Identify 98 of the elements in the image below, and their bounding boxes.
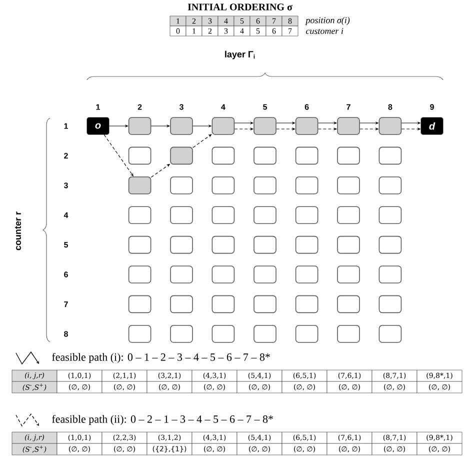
row-number: 3	[64, 182, 68, 188]
row-number: 1	[64, 123, 68, 129]
state-box	[170, 117, 193, 135]
state-box	[128, 266, 152, 284]
state-box	[170, 176, 193, 194]
state-box	[212, 325, 235, 343]
state-box	[128, 206, 152, 224]
table-cell: 3	[202, 16, 218, 26]
state-box	[170, 266, 193, 284]
state-box	[295, 176, 318, 194]
table-title: INITIAL ORDERING σ	[188, 4, 292, 10]
state-box	[128, 117, 152, 135]
state-box	[212, 266, 235, 284]
state-box	[337, 325, 360, 343]
state-box	[378, 146, 402, 165]
state-box	[254, 295, 276, 314]
state-box	[128, 325, 152, 343]
state-box	[337, 117, 360, 135]
state-box	[170, 206, 193, 224]
state-box	[295, 206, 318, 224]
state-box	[254, 266, 276, 284]
state-box	[378, 117, 402, 135]
table-cell: 6	[250, 16, 266, 26]
state-box	[128, 295, 152, 314]
state-box	[295, 325, 318, 343]
state-box	[254, 146, 276, 165]
state-box	[128, 236, 152, 254]
state-box	[212, 176, 235, 194]
state-box	[254, 236, 276, 254]
state-box	[378, 236, 402, 254]
state-box	[378, 206, 402, 224]
state-box	[295, 146, 318, 165]
state-box	[254, 117, 276, 135]
state-box	[170, 146, 193, 165]
state-box	[212, 295, 235, 314]
table-cell: 1	[186, 26, 202, 36]
state-box	[295, 117, 318, 135]
table-cell: 7	[282, 26, 298, 36]
column-number: 6	[304, 104, 309, 110]
table-cell: 5	[234, 16, 250, 26]
state-box	[254, 206, 276, 224]
row-caption: position σ(i)	[305, 16, 350, 26]
row-number: 4	[64, 212, 68, 218]
state-box	[128, 176, 152, 194]
state-box	[212, 236, 235, 254]
column-number: 9	[430, 104, 434, 110]
state-box	[295, 266, 318, 284]
row-number: 8	[64, 331, 68, 337]
state-box	[337, 266, 360, 284]
column-number: 3	[179, 104, 184, 110]
row-number: 7	[64, 301, 68, 307]
column-number: 8	[388, 104, 392, 110]
table-cell: 0	[170, 26, 186, 36]
legend-text: feasible path (i): 0 – 1 – 2 – 3 – 4 – 5 – 6 – 7 – 8*	[52, 352, 270, 364]
table-cell: 3	[218, 26, 234, 36]
state-box	[170, 236, 193, 254]
state-box	[295, 295, 318, 314]
table-cell: 1	[170, 16, 186, 26]
column-number: 2	[138, 104, 142, 110]
axis-title: layer Γ$_{i}$	[225, 50, 255, 60]
table-cell: 4	[218, 16, 234, 26]
state-box	[337, 146, 360, 165]
axis-title: counter r	[15, 212, 21, 250]
state-box	[212, 146, 235, 165]
column-number: 4	[221, 104, 226, 110]
state-box	[212, 117, 235, 135]
state-box	[337, 206, 360, 224]
state-box	[337, 295, 360, 314]
legend-text: feasible path (ii): 0 – 2 – 1 – 3 – 4 – 5 – 6 – 7 – 8*	[52, 414, 273, 426]
terminal-box: d	[420, 117, 444, 135]
column-number: 1	[96, 104, 100, 110]
row-number: 6	[64, 272, 68, 278]
state-box	[212, 206, 235, 224]
state-box	[254, 325, 276, 343]
state-box	[378, 295, 402, 314]
state-box	[337, 176, 360, 194]
row-number: 5	[64, 242, 68, 248]
terminal-box: o	[86, 117, 110, 135]
state-box	[378, 266, 402, 284]
table-cell: 7	[266, 16, 282, 26]
state-box	[128, 146, 152, 165]
row-caption: customer i	[306, 28, 344, 34]
state-box	[170, 325, 193, 343]
column-number: 7	[346, 104, 350, 110]
table-cell: 4	[234, 26, 250, 36]
table-cell: 2	[186, 16, 202, 26]
column-number: 5	[263, 104, 267, 110]
state-box	[378, 325, 402, 343]
state-box	[170, 295, 193, 314]
table-cell: 8	[282, 16, 298, 26]
table-cell: 6	[266, 26, 282, 36]
state-box	[254, 176, 276, 194]
state-box	[337, 236, 360, 254]
state-box	[295, 236, 318, 254]
table-cell: 5	[250, 26, 266, 36]
row-number: 2	[64, 152, 68, 158]
state-box	[378, 176, 402, 194]
table-cell: 2	[202, 26, 218, 36]
